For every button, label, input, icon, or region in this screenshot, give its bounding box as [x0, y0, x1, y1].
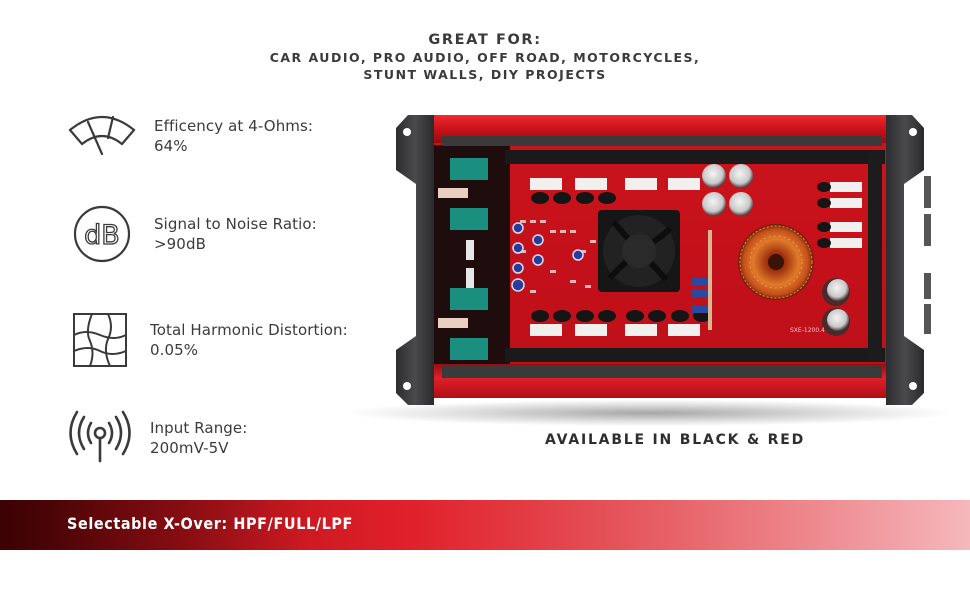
- spec-label: Efficency at 4-Ohms:: [154, 117, 314, 135]
- header: GREAT FOR: CAR AUDIO, PRO AUDIO, OFF ROA…: [0, 31, 970, 83]
- pcb-marking-text: SXE-1200.4: [790, 327, 825, 334]
- spec-value: >90dB: [154, 235, 206, 253]
- gauge-icon: [66, 108, 138, 164]
- availability-text: AVAILABLE IN BLACK & RED: [544, 432, 806, 448]
- spec-signal-to-noise: dB Signal to Noise Ratio: >90dB: [66, 205, 317, 263]
- spec-label: Input Range:: [150, 419, 248, 437]
- spec-value: 64%: [154, 137, 188, 155]
- spec-label: Total Harmonic Distortion:: [150, 321, 348, 339]
- product-shadow: [350, 400, 950, 426]
- distortion-grid-icon: [62, 312, 138, 368]
- db-icon: dB: [66, 205, 138, 263]
- antenna-signal-icon: [62, 410, 138, 466]
- svg-text:dB: dB: [84, 220, 120, 251]
- header-title: GREAT FOR:: [428, 32, 542, 48]
- header-uses-line-2: STUNT WALLS, DIY PROJECTS: [363, 67, 607, 82]
- spec-label: Signal to Noise Ratio:: [154, 215, 317, 233]
- spec-thd: Total Harmonic Distortion: 0.05%: [62, 312, 348, 368]
- banner-text: Selectable X-Over: HPF/FULL/LPF: [67, 514, 353, 533]
- spec-value: 200mV-5V: [150, 439, 229, 457]
- product-image: SXE-1200.4: [330, 110, 970, 430]
- spec-input-range: Input Range: 200mV-5V: [62, 410, 247, 466]
- feature-banner: Selectable X-Over: HPF/FULL/LPF: [0, 500, 970, 550]
- spec-efficiency: Efficency at 4-Ohms: 64%: [66, 108, 313, 164]
- spec-value: 0.05%: [150, 341, 199, 359]
- header-uses-line-1: CAR AUDIO, PRO AUDIO, OFF ROAD, MOTORCYC…: [269, 50, 701, 65]
